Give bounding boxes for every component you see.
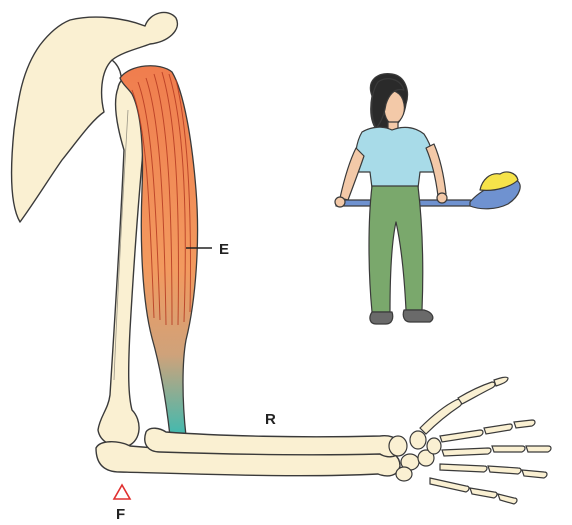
woman-illustration [335, 74, 520, 324]
forearm-bones [96, 428, 401, 476]
fulcrum-label: F [116, 506, 125, 523]
fulcrum-marker [114, 485, 130, 499]
hand-bones [389, 377, 551, 504]
resistance-label: R [265, 411, 276, 428]
effort-label: E [219, 241, 229, 258]
